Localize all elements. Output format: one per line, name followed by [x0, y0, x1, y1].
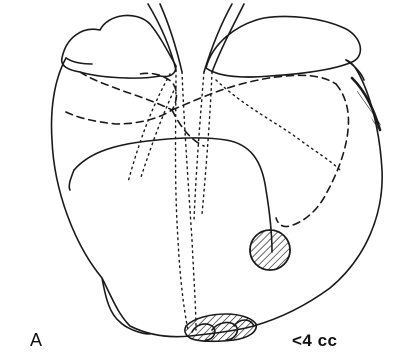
- volume-label: <4 cc: [292, 331, 338, 351]
- transition-zone-boundary: [74, 138, 272, 252]
- prostate-capsule: [52, 58, 383, 337]
- panel-label: A: [30, 330, 43, 351]
- central-zone-dashed-3: [66, 110, 172, 124]
- seminal-vesicle-right: [206, 16, 360, 77]
- apex: [102, 278, 150, 334]
- ejaculatory-ducts-dotted: [128, 70, 340, 330]
- transition-zone-boundary-left: [69, 170, 74, 190]
- peripheral-zone-dashed: [276, 84, 349, 227]
- central-zone-dashed-2: [172, 75, 336, 110]
